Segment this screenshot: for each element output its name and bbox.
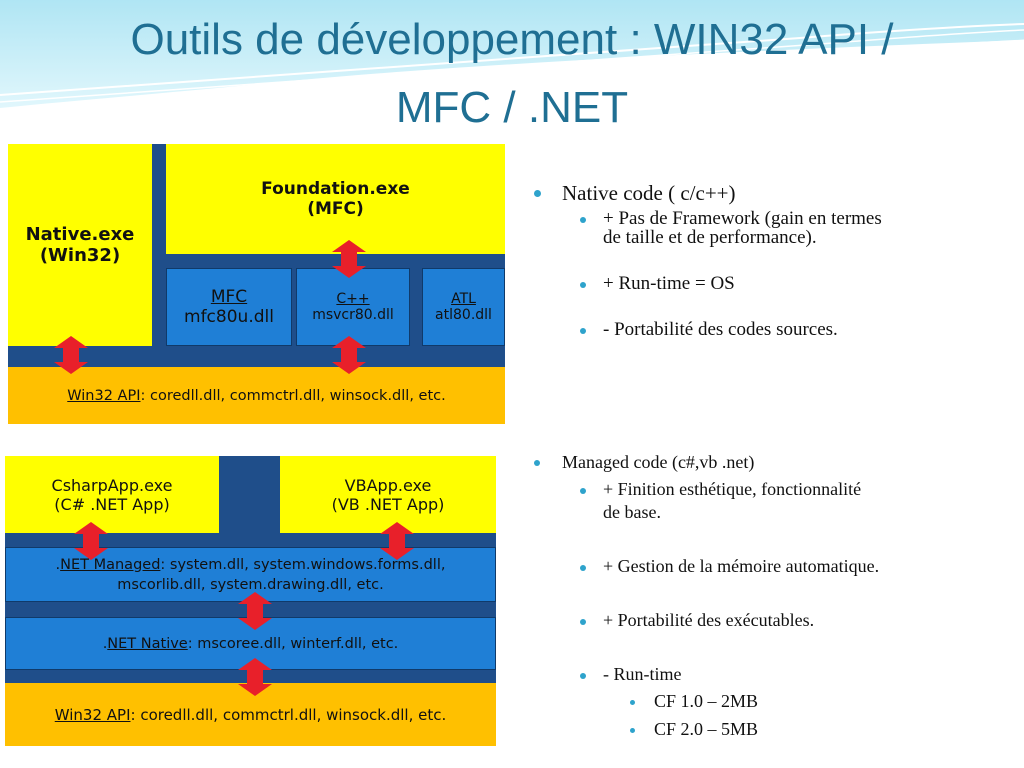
bottom-win32-api-label: Win32 API [54, 705, 131, 724]
double-arrow-icon [238, 658, 272, 696]
managed-item-3: + Portabilité des exécutables. [603, 610, 815, 630]
net-managed-box: .NET Managed: system.dll, system.windows… [5, 547, 496, 602]
bottom-win32-api-box: Win32 API: coredll.dll, commctrl.dll, wi… [5, 683, 496, 746]
net-managed-text: : system.dll, system.windows.forms.dll, [160, 556, 446, 573]
runtime-subitem-1: CF 1.0 – 2MB [654, 691, 759, 711]
bullet-icon [580, 619, 586, 625]
double-arrow-icon [332, 240, 366, 278]
foundation-exe-name: Foundation.exe [261, 179, 410, 199]
slide-title-line1: Outils de développement : WIN32 API / [130, 15, 894, 64]
net-managed-prefix: . [55, 556, 61, 573]
double-arrow-icon [54, 336, 88, 374]
bullet-icon [580, 282, 586, 288]
atl-dll: atl80.dll [435, 307, 492, 323]
net-native-prefix: . [102, 635, 108, 652]
net-native-label: NET Native [107, 635, 188, 652]
managed-item-2: + Gestion de la mémoire automatique. [603, 556, 880, 576]
net-managed-line1: .NET Managed: system.dll, system.windows… [56, 555, 446, 575]
net-managed-label: NET Managed [60, 556, 161, 573]
native-item-1-line2: de taille et de performance). [603, 227, 817, 248]
managed-code-heading: Managed code (c#,vb .net) [562, 452, 755, 472]
native-exe-box: Native.exe (Win32) [8, 144, 152, 346]
vb-app-name: VBApp.exe [344, 475, 432, 495]
cpp-box: C++ msvcr80.dll [296, 268, 410, 346]
cpp-dll: msvcr80.dll [312, 307, 394, 323]
native-item-3: - Portabilité des codes sources. [603, 319, 838, 340]
bullet-icon [534, 460, 540, 466]
bottom-win32-api-text: : coredll.dll, commctrl.dll, winsock.dll… [130, 705, 447, 724]
top-win32-api-label: Win32 API [67, 387, 141, 404]
bullet-icon [580, 673, 586, 679]
native-item-1-line1: + Pas de Framework (gain en termes [603, 208, 882, 229]
slide-title-line2: MFC / .NET [395, 83, 629, 132]
top-win32-api-box: Win32 API: coredll.dll, commctrl.dll, wi… [8, 367, 505, 424]
csharp-app-sub: (C# .NET App) [54, 494, 170, 514]
bullet-icon [630, 700, 635, 705]
vb-app-box: VBApp.exe (VB .NET App) [280, 456, 496, 533]
runtime-subitem-2: CF 2.0 – 5MB [654, 719, 759, 739]
managed-item-1-line1: + Finition esthétique, fonctionnalité [603, 479, 862, 499]
cpp-name: C++ [336, 291, 370, 307]
csharp-app-name: CsharpApp.exe [51, 475, 173, 495]
managed-item-1-line2: de base. [603, 502, 661, 522]
bullet-icon [534, 190, 541, 197]
managed-item-4: - Run-time [603, 664, 682, 684]
atl-name: ATL [451, 291, 476, 307]
title-wave-decoration [0, 0, 1024, 111]
csharp-app-box: CsharpApp.exe (C# .NET App) [5, 456, 219, 533]
top-win32-api-text: : coredll.dll, commctrl.dll, winsock.dll… [140, 387, 446, 404]
bullet-icon [630, 728, 635, 733]
native-item-2: + Run-time = OS [603, 273, 735, 294]
net-native-text: : mscoree.dll, winterf.dll, etc. [187, 635, 399, 652]
native-exe-name: Native.exe [25, 224, 135, 245]
vb-app-sub: (VB .NET App) [331, 494, 445, 514]
double-arrow-icon [238, 592, 272, 630]
bullet-icon [580, 565, 586, 571]
bullet-icon [580, 217, 586, 223]
double-arrow-icon [332, 336, 366, 374]
atl-box: ATL atl80.dll [422, 268, 505, 346]
foundation-exe-box: Foundation.exe (MFC) [166, 144, 505, 254]
native-exe-sub: (Win32) [39, 245, 121, 266]
double-arrow-icon [74, 522, 108, 560]
bullet-icon [580, 488, 586, 494]
net-managed-line2: mscorlib.dll, system.drawing.dll, etc. [117, 576, 384, 593]
native-code-heading: Native code ( c/c++) [562, 181, 736, 205]
mfc-dll: mfc80u.dll [184, 307, 274, 327]
mfc-name: MFC [210, 287, 248, 307]
foundation-exe-sub: (MFC) [307, 199, 364, 219]
double-arrow-icon [380, 522, 414, 560]
bullet-icon [580, 328, 586, 334]
mfc-box: MFC mfc80u.dll [166, 268, 292, 346]
